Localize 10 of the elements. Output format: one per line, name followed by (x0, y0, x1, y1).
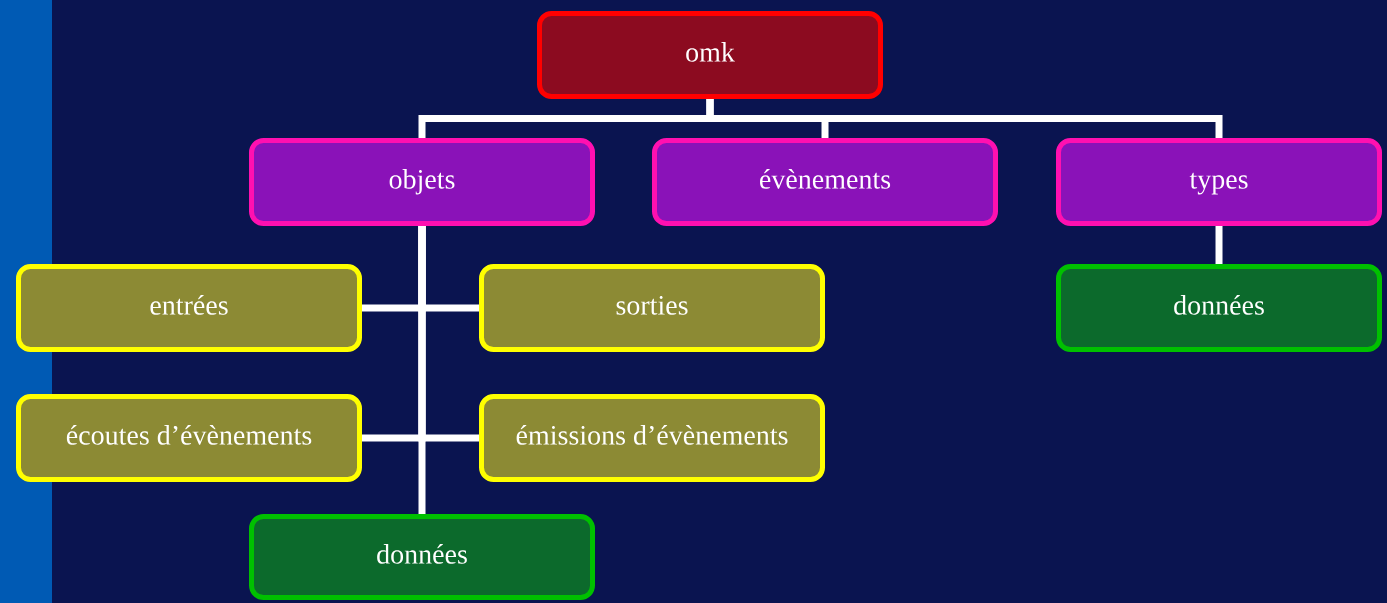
item-box: entrées (16, 264, 362, 352)
category-box: évènements (652, 138, 998, 226)
data-box: données (1056, 264, 1382, 352)
category-box: types (1056, 138, 1382, 226)
item-box: sorties (479, 264, 825, 352)
item-box: émissions d’évènements (479, 394, 825, 482)
category-box: objets (249, 138, 595, 226)
data-box: données (249, 514, 595, 600)
root-box: omk (537, 11, 883, 99)
item-box: écoutes d’évènements (16, 394, 362, 482)
